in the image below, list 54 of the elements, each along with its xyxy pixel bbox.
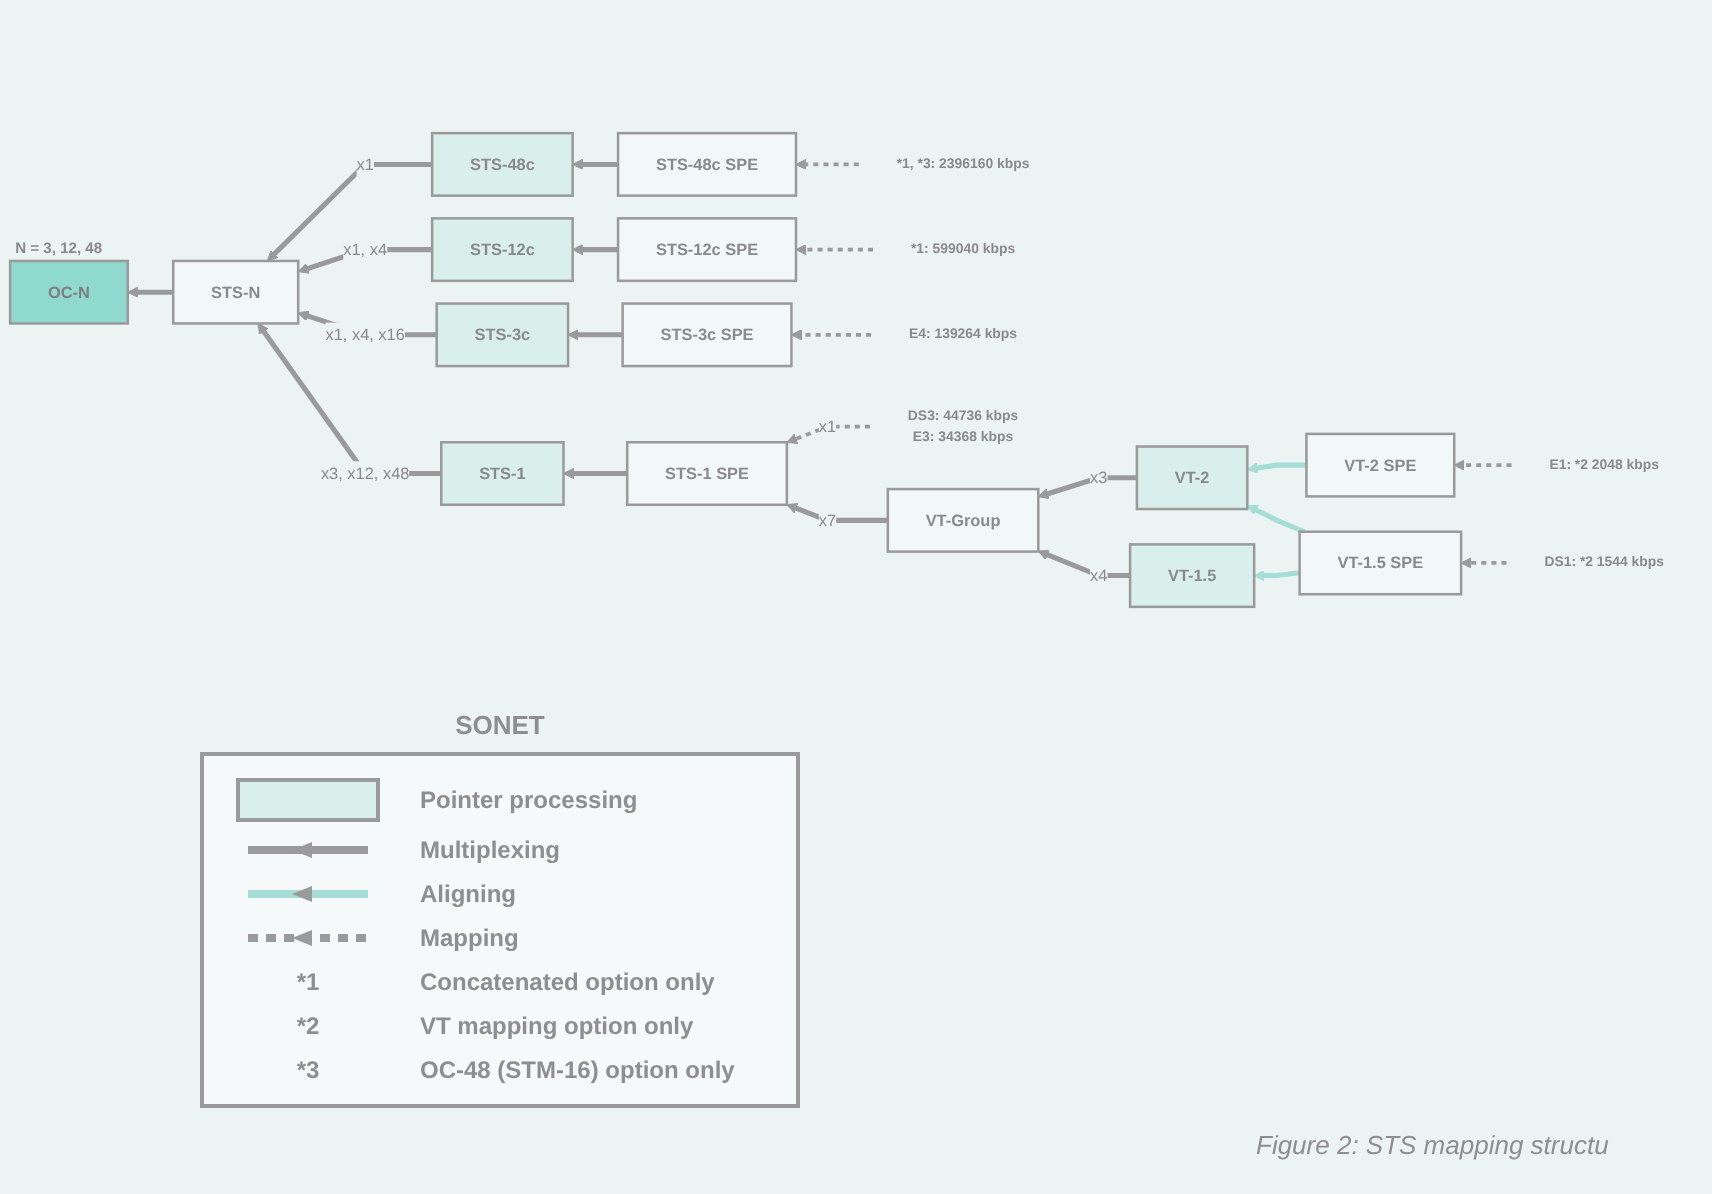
arrow [572, 158, 619, 170]
edge-label: x1 [356, 154, 374, 174]
node-box: STS-12c [430, 217, 574, 283]
arrow [127, 286, 174, 298]
footnote-text: Concatenated option only [420, 968, 715, 996]
node-box: OC-N [8, 259, 130, 325]
node-box: VT-2 SPE [1305, 432, 1456, 498]
node-box: STS-1 [440, 441, 565, 506]
arrow [567, 329, 623, 341]
node-box: VT-1.5 [1128, 543, 1256, 609]
node-box: STS-48c SPE [616, 131, 798, 197]
node-box: STS-3c [435, 302, 570, 368]
footnote-mark: *3 [296, 1056, 320, 1084]
arrow [563, 467, 628, 480]
legend-label: Multiplexing [420, 836, 560, 864]
arrow [786, 503, 888, 523]
footnote-text: OC-48 (STM-16) option only [420, 1056, 735, 1084]
arrow [790, 329, 872, 341]
arrow [786, 424, 870, 444]
caption: Figure 2: STS mapping structu [1256, 1130, 1609, 1160]
arrow [1037, 475, 1137, 500]
node-box: STS-48c [430, 131, 574, 197]
node-box: VT-1.5 SPE [1298, 530, 1463, 596]
edge-label: x3 [1090, 467, 1108, 487]
node-box: VT-2 [1135, 445, 1249, 511]
edge-label: x7 [818, 510, 837, 530]
arrow [1037, 549, 1131, 579]
edge-label: x4 [1090, 565, 1108, 585]
node-box: STS-3c SPE [621, 302, 793, 368]
legend-label: Mapping [420, 924, 519, 952]
arrow [572, 244, 619, 256]
legend-title: SONET [453, 710, 547, 740]
arrow [795, 244, 874, 256]
legend-label: Aligning [420, 880, 516, 908]
node-box: STS-1 SPE [625, 441, 789, 506]
edge-label: x1, x4, x16 [325, 325, 405, 344]
edge-label: x1, x4 [343, 239, 388, 259]
arrow [1246, 505, 1306, 535]
arrow [1453, 459, 1512, 471]
arrow [795, 158, 859, 170]
legend-label: Pointer processing [420, 786, 638, 814]
node-box: STS-N [171, 259, 300, 325]
edge-label: x3, x12, x48 [320, 463, 410, 483]
arrow [1460, 557, 1507, 569]
edge-label: x1 [818, 416, 837, 436]
footnote-text: VT mapping option only [420, 1012, 694, 1040]
arrow [257, 322, 442, 477]
arrow [1246, 462, 1307, 474]
arrow [1253, 570, 1300, 582]
node-box: STS-12c SPE [616, 217, 798, 283]
footnote-mark: *1 [296, 968, 320, 996]
node-box: VT-Group [886, 487, 1040, 553]
footnote-mark: *2 [296, 1012, 320, 1040]
arrow [266, 161, 433, 262]
